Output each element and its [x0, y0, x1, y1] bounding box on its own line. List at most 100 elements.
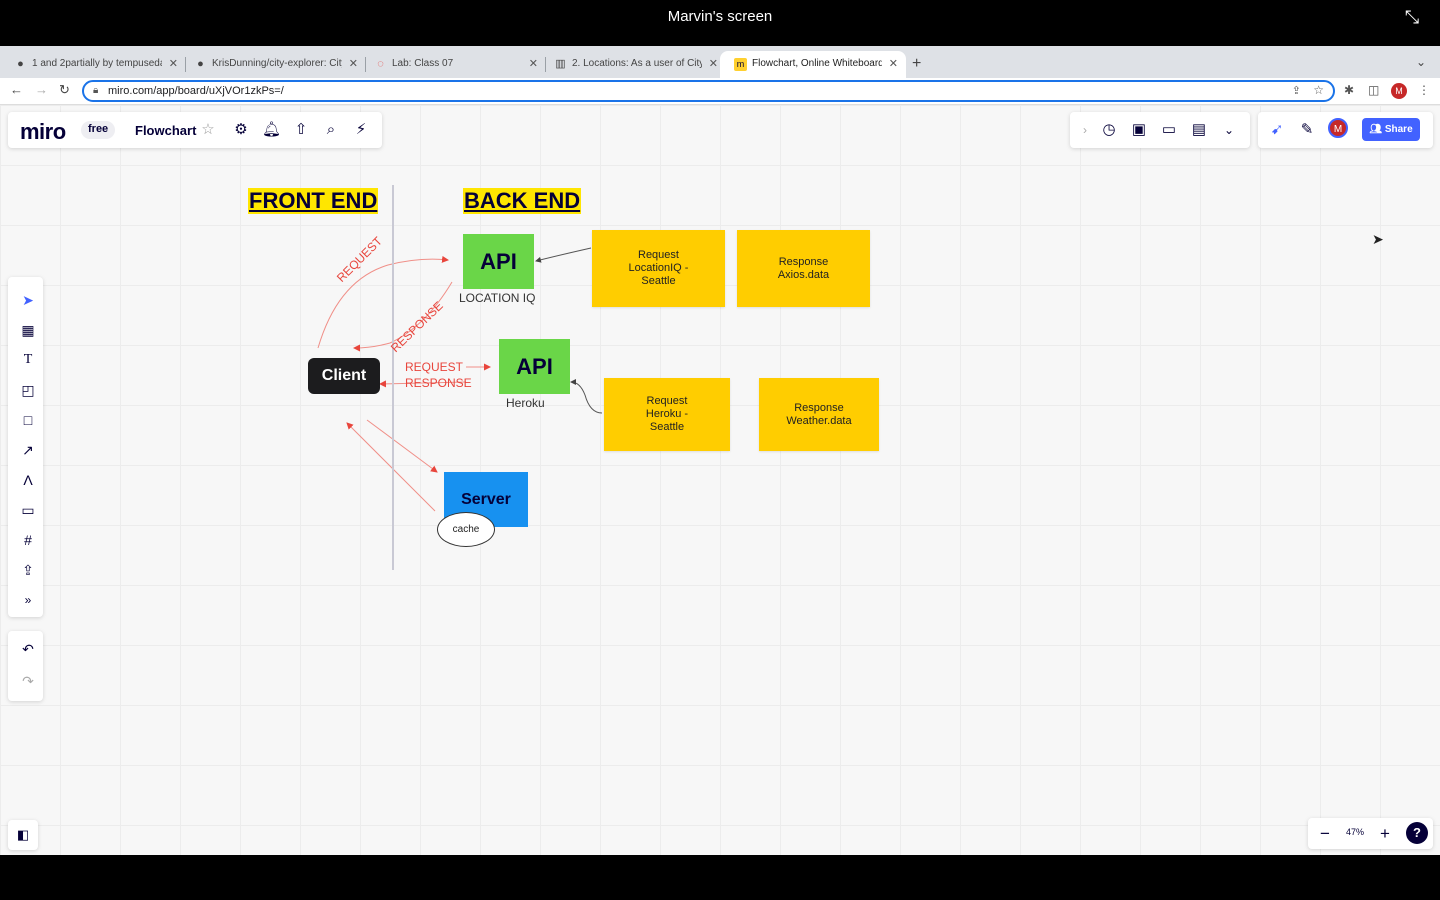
close-tab-icon[interactable]: ✕ — [348, 58, 358, 70]
extensions-icon[interactable]: ✱ — [1344, 83, 1355, 97]
more-chevron-down-icon[interactable]: ⌄ — [1223, 123, 1235, 137]
request-label-diagonal[interactable]: REQUEST — [334, 233, 385, 285]
presentation-icon[interactable]: ▭ — [1161, 121, 1177, 138]
chevron-right-icon[interactable]: › — [1083, 123, 1087, 137]
user-avatar[interactable]: M — [1328, 118, 1348, 138]
settings-gear-icon[interactable]: ⚙ — [234, 121, 248, 138]
new-tab-icon[interactable]: + — [912, 55, 922, 72]
notifications-bell-icon[interactable]: 🔔︎ — [262, 121, 282, 138]
board-header-panel: miro free Flowchart ☆ ⚙ 🔔︎ ⇧ ⌕ ⚡︎ — [8, 112, 382, 148]
comment-icon[interactable]: ▭ — [21, 502, 35, 518]
close-tab-icon[interactable]: ✕ — [168, 58, 178, 70]
help-icon[interactable]: ? — [1406, 822, 1428, 844]
timer-icon[interactable]: ◷ — [1102, 121, 1116, 138]
address-url: miro.com/app/board/uXjVOr1zkPs=/ — [108, 85, 284, 97]
redo-icon[interactable]: ↷ — [22, 673, 34, 689]
shape-tool-icon[interactable]: □ — [23, 412, 33, 428]
cursor-follow-icon[interactable]: ➹ — [1270, 121, 1284, 138]
client-box[interactable]: Client — [308, 358, 380, 394]
templates-icon[interactable]: ▦ — [21, 322, 35, 338]
front-back-divider[interactable] — [392, 185, 394, 570]
exit-fullscreen-icon[interactable]: ⤡ — [1404, 7, 1420, 27]
request-label[interactable]: REQUEST — [405, 360, 464, 374]
api-heroku-box[interactable]: API — [499, 339, 570, 394]
miro-board-canvas[interactable]: miro free Flowchart ☆ ⚙ 🔔︎ ⇧ ⌕ ⚡︎ › ◷ ▣ … — [0, 105, 1440, 855]
api-locationiq-box[interactable]: API — [463, 234, 534, 289]
back-end-heading[interactable]: BACK END — [463, 188, 582, 214]
diagram-connectors — [317, 247, 603, 512]
pen-tool-icon[interactable]: Λ — [23, 472, 33, 488]
more-tools-icon[interactable]: » — [24, 593, 32, 607]
text-tool-icon[interactable]: T — [23, 352, 33, 367]
upload-icon[interactable]: ⇪ — [22, 562, 34, 578]
response-label[interactable]: RESPONSE — [405, 376, 472, 390]
notes-icon[interactable]: ▤ — [1191, 121, 1207, 138]
screen-share-title: Marvin's screen — [667, 8, 773, 25]
browser-tab-2[interactable]: ● KrisDunning/city-explorer: City ✕ — [180, 51, 366, 78]
front-end-heading[interactable]: FRONT END — [248, 188, 379, 214]
reactions-icon[interactable]: ✎ — [1300, 121, 1314, 138]
trello-icon: ▥ — [555, 58, 566, 70]
tab-search-icon[interactable]: ⌄ — [1415, 55, 1426, 69]
back-icon[interactable]: ← — [10, 82, 23, 97]
bookmark-star-icon[interactable]: ☆ — [1313, 83, 1324, 97]
screen-bottom-bar — [0, 855, 1440, 900]
sticky-response-axios[interactable]: Response Axios.data — [737, 230, 870, 307]
browser-tab-4[interactable]: ▥ 2. Locations: As a user of City ✕ — [555, 58, 718, 70]
sticky-note-icon[interactable]: ◰ — [21, 382, 35, 398]
api-locationiq-caption[interactable]: LOCATION IQ — [459, 291, 536, 305]
undo-icon[interactable]: ↶ — [22, 641, 34, 657]
cache-ellipse[interactable]: cache — [437, 512, 495, 547]
search-icon[interactable]: ⌕ — [326, 121, 336, 138]
browser-menu-icon[interactable]: ⋮ — [1418, 83, 1430, 97]
browser-toolbar: ← → ↻ 🔒︎ miro.com/app/board/uXjVOr1zkPs=… — [0, 78, 1440, 105]
close-tab-icon[interactable]: ✕ — [528, 58, 538, 70]
response-label-diagonal[interactable]: RESPONSE — [388, 298, 446, 356]
github-icon: ● — [17, 58, 24, 70]
miro-logo[interactable]: miro — [20, 119, 66, 144]
star-icon[interactable]: ☆ — [201, 121, 215, 138]
select-cursor-icon[interactable]: ➤ — [22, 292, 34, 308]
board-name[interactable]: Flowchart — [135, 123, 197, 138]
frame-icon[interactable]: # — [24, 532, 32, 548]
connector-line-icon[interactable]: ↗ — [22, 442, 34, 458]
miro-icon: m — [734, 58, 747, 71]
profile-avatar[interactable]: M — [1391, 83, 1407, 99]
api-heroku-caption[interactable]: Heroku — [506, 396, 545, 410]
browser-tab-strip: ● 1 and 2partially by tempusedar ✕ ● Kri… — [0, 46, 1440, 78]
canvas-icon: ◌ — [377, 58, 384, 70]
zoom-panel: − 47% + ? — [1308, 818, 1433, 849]
zoom-out-icon[interactable]: − — [1320, 824, 1330, 843]
address-bar[interactable]: 🔒︎ miro.com/app/board/uXjVOr1zkPs=/ ⇪ ☆ — [82, 80, 1335, 102]
share-button[interactable]: 👥︎ Share — [1362, 118, 1420, 141]
voting-icon[interactable]: ▣ — [1131, 121, 1147, 138]
undo-redo-panel: ↶ ↷ — [8, 631, 43, 701]
close-tab-icon[interactable]: ✕ — [708, 58, 718, 70]
sticky-response-weather[interactable]: Response Weather.data — [759, 378, 879, 451]
collaboration-tools-panel: › ◷ ▣ ▭ ▤ ⌄ — [1070, 112, 1250, 148]
screen-share-bar: Marvin's screen ⤡ — [0, 0, 1440, 46]
zoom-level[interactable]: 47% — [1346, 827, 1365, 837]
sticky-request-locationiq[interactable]: Request LocationIQ - Seattle — [592, 230, 725, 307]
integrations-plug-icon[interactable]: ⚡︎ — [355, 121, 367, 138]
reload-icon[interactable]: ↻ — [59, 82, 70, 97]
forward-icon[interactable]: → — [35, 82, 48, 97]
side-panel-icon[interactable]: ◫ — [1368, 83, 1380, 97]
browser-tab-1[interactable]: ● 1 and 2partially by tempusedar ✕ — [0, 51, 186, 78]
lock-icon: 🔒︎ — [93, 85, 99, 96]
mouse-cursor-icon: ➤ — [1372, 231, 1384, 247]
share-panel: ➹ ✎ M 👥︎ Share — [1258, 112, 1433, 148]
browser-tab-5[interactable]: m Flowchart, Online Whiteboard ✕ — [720, 51, 906, 78]
export-upload-icon[interactable]: ⇧ — [294, 121, 308, 138]
close-tab-icon[interactable]: ✕ — [888, 58, 898, 70]
sticky-request-heroku[interactable]: Request Heroku - Seattle — [604, 378, 730, 451]
zoom-in-icon[interactable]: + — [1380, 824, 1390, 843]
github-icon: ● — [197, 58, 204, 70]
browser-tab-3[interactable]: ◌ Lab: Class 07 ✕ — [360, 51, 546, 78]
board-panel-toggle[interactable]: ◧ — [8, 820, 38, 850]
plan-badge[interactable]: free — [81, 121, 116, 139]
left-toolbar: ➤ ▦ T ◰ □ ↗ Λ ▭ # ⇪ » — [8, 277, 43, 617]
share-page-icon[interactable]: ⇪ — [1291, 85, 1301, 97]
sidebar-toggle-icon: ◧ — [16, 827, 30, 842]
